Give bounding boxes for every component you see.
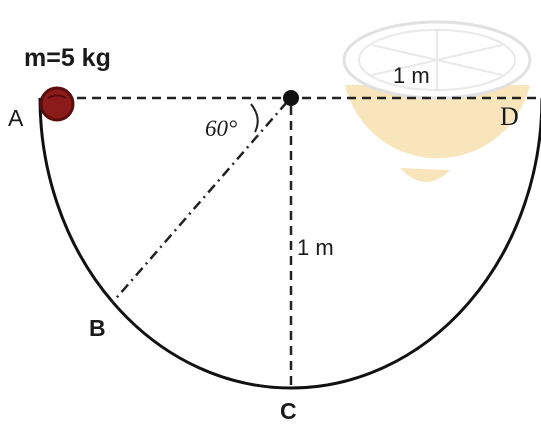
angle-arc [250, 103, 259, 133]
point-a-label: A [8, 105, 24, 131]
angle-label: 60° [205, 116, 237, 141]
vertical-radius-label: 1 m [297, 235, 334, 260]
horizontal-radius-label: 1 m [393, 63, 430, 88]
ball-highlight [47, 94, 67, 99]
point-c-label: C [280, 398, 297, 424]
radius-to-b-line [111, 101, 288, 304]
semicircular-track [38, 97, 541, 390]
lemon-half-icon [342, 20, 532, 183]
point-d-label: D [500, 102, 519, 131]
mass-label: m=5 kg [24, 44, 111, 72]
center-point [283, 90, 299, 106]
ball [39, 86, 75, 122]
point-b-label: B [89, 315, 106, 341]
